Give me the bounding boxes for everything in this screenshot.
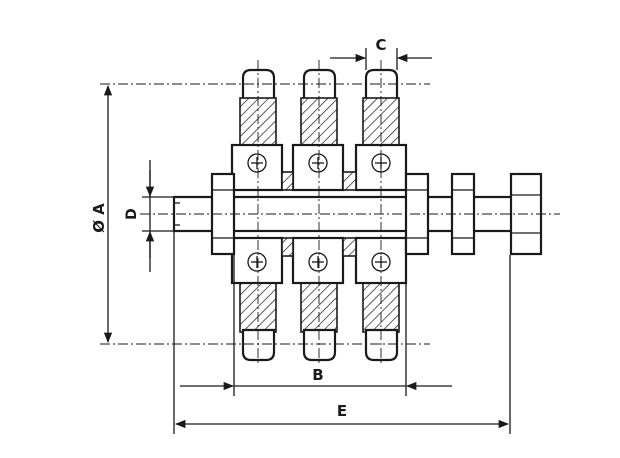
dimension-b: B [180,255,452,396]
label-diameter-a: Ø A [90,203,108,233]
center-lines [140,60,560,365]
label-c: C [375,36,386,54]
label-e: E [337,402,347,420]
dimension-diameter-a: Ø A [90,83,430,345]
dimension-c: C [330,36,432,70]
dimension-e: E [173,232,511,434]
label-b: B [312,366,323,384]
label-d: D [124,208,140,220]
dimension-d: D [124,160,174,272]
